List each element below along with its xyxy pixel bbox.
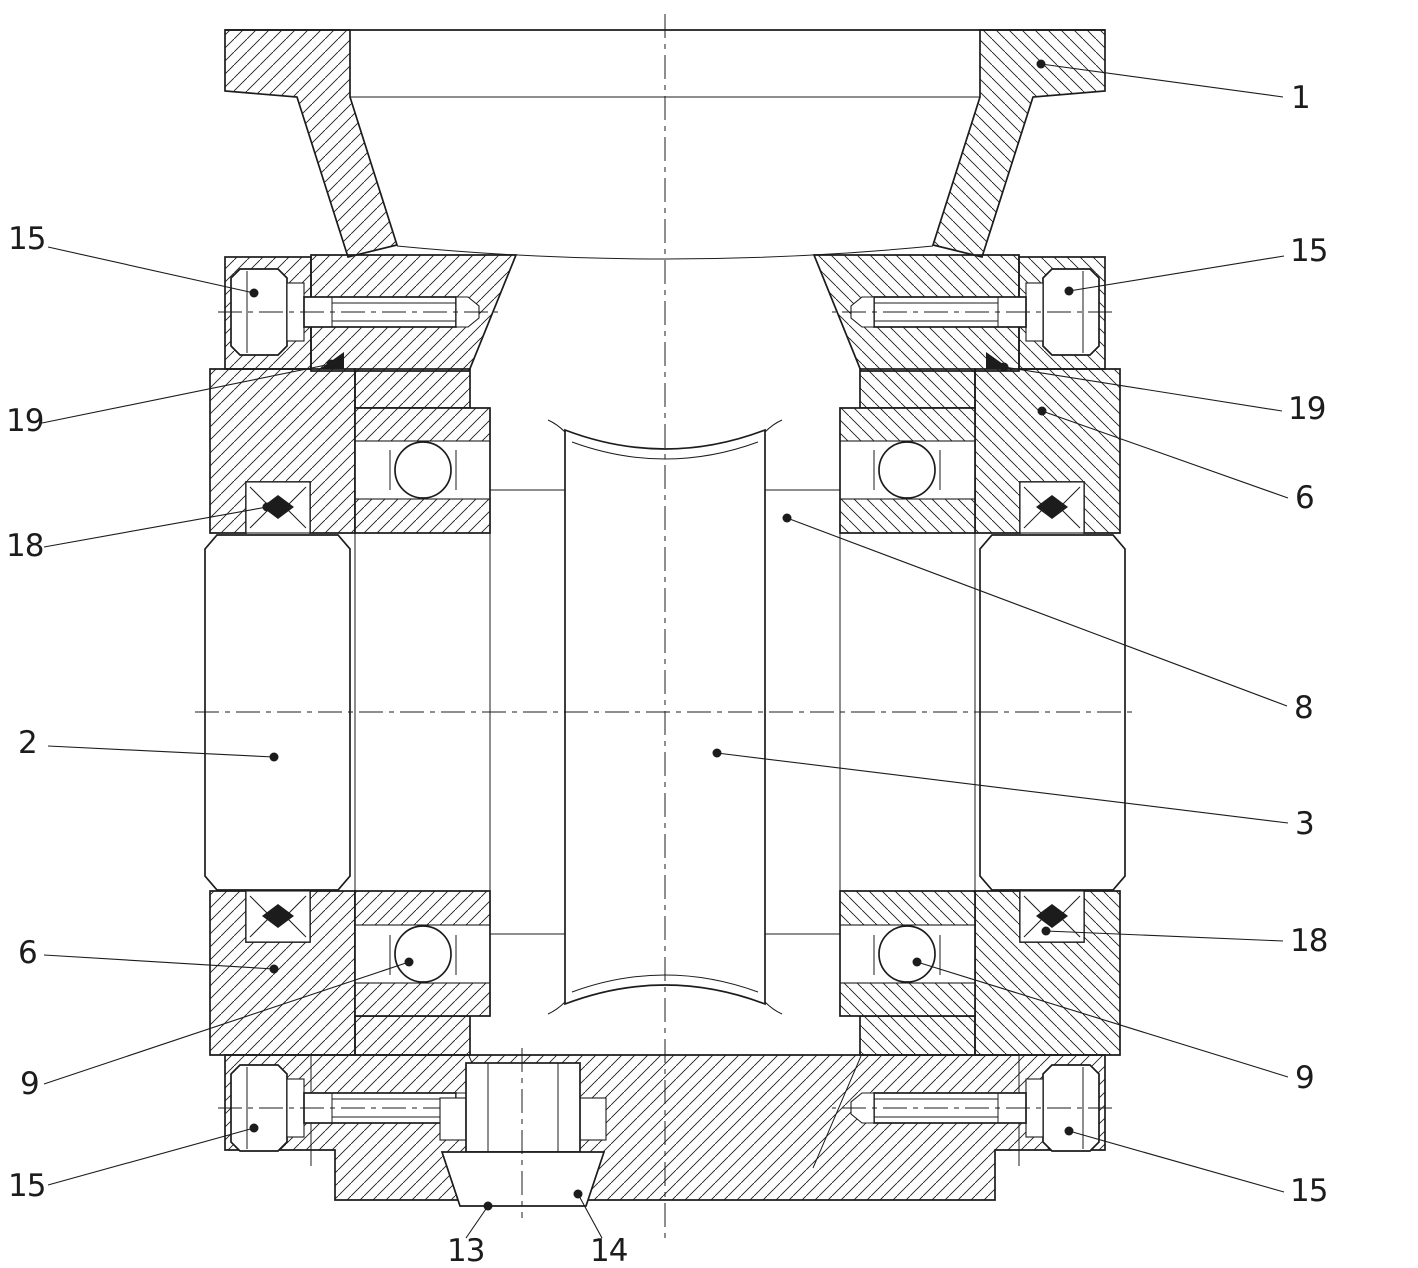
callout-label: 13 bbox=[447, 1233, 484, 1268]
callout-label: 6 bbox=[1295, 480, 1314, 516]
leader-line bbox=[43, 961, 410, 1085]
cover-plate bbox=[440, 1151, 606, 1207]
callout-label: 18 bbox=[1290, 923, 1327, 959]
callout-14: 14 bbox=[573, 1189, 628, 1268]
leader-dot bbox=[1037, 406, 1047, 416]
leader-line bbox=[1041, 410, 1289, 499]
plug-notch-right bbox=[579, 1097, 607, 1141]
leader-dot bbox=[712, 748, 722, 758]
leader-dot bbox=[1036, 59, 1046, 69]
callout-6: 6 bbox=[18, 935, 279, 974]
leader-line bbox=[41, 363, 332, 424]
bottom-plug-assembly bbox=[439, 1048, 607, 1218]
leader-dot bbox=[999, 362, 1009, 372]
callout-label: 19 bbox=[6, 403, 43, 439]
callout-19: 19 bbox=[999, 362, 1326, 427]
leader-line bbox=[43, 954, 275, 970]
seal-lower bbox=[245, 890, 311, 943]
callout-label: 15 bbox=[8, 221, 45, 257]
bearing-upper bbox=[354, 407, 491, 534]
callout-label: 2 bbox=[18, 725, 37, 761]
leader-dot bbox=[326, 359, 336, 369]
bearing-ball bbox=[394, 441, 452, 499]
callout-label: 3 bbox=[1295, 806, 1314, 842]
plug-body bbox=[465, 1062, 581, 1153]
callout-label: 9 bbox=[1295, 1060, 1314, 1096]
leader-line bbox=[916, 961, 1289, 1078]
leader-dot bbox=[269, 752, 279, 762]
bearing-outer-race bbox=[354, 407, 491, 442]
centerlines bbox=[195, 14, 1137, 1244]
callout-18: 18 bbox=[6, 502, 272, 564]
callout-label: 9 bbox=[20, 1066, 39, 1102]
leader-dot bbox=[1041, 926, 1051, 936]
callout-label: 15 bbox=[8, 1168, 45, 1204]
callout-8: 8 bbox=[782, 513, 1314, 726]
leader-line bbox=[47, 246, 255, 294]
bearing-inner-race bbox=[354, 890, 491, 926]
callouts-layer: 1 15 15 19 19 6 18 8 2 3 6 18 9 9 15 15 13 14 bbox=[6, 59, 1328, 1268]
housing-upper-lip bbox=[354, 368, 471, 409]
leader-dot bbox=[262, 502, 272, 512]
callout-label: 15 bbox=[1290, 233, 1327, 269]
callout-2: 2 bbox=[18, 725, 279, 762]
callout-13: 13 bbox=[447, 1201, 493, 1268]
bearing-ball bbox=[394, 925, 452, 983]
callout-15: 15 bbox=[8, 221, 259, 298]
plug-notch-left bbox=[439, 1097, 467, 1141]
leader-dot bbox=[483, 1201, 493, 1211]
leader-line bbox=[786, 517, 1288, 707]
leader-line bbox=[43, 506, 268, 548]
leader-dot bbox=[912, 957, 922, 967]
right-half-components bbox=[764, 29, 1126, 1152]
leader-line bbox=[1040, 63, 1284, 98]
leader-dot bbox=[782, 513, 792, 523]
callout-3: 3 bbox=[712, 748, 1315, 842]
callout-label: 6 bbox=[18, 935, 37, 971]
leader-dot bbox=[1064, 286, 1074, 296]
callout-label: 19 bbox=[1288, 391, 1325, 427]
callout-label: 14 bbox=[590, 1233, 627, 1268]
left-half-components bbox=[204, 29, 565, 1152]
leader-line bbox=[577, 1193, 603, 1239]
callout-9: 9 bbox=[20, 957, 414, 1102]
bolt-bottom bbox=[218, 1064, 498, 1152]
callout-15: 15 bbox=[8, 1123, 259, 1204]
callout-label: 15 bbox=[1290, 1173, 1327, 1209]
leader-dot bbox=[1064, 1126, 1074, 1136]
housing-lower-lip bbox=[354, 1015, 471, 1056]
leader-dot bbox=[573, 1189, 583, 1199]
callout-15: 15 bbox=[1064, 1126, 1328, 1209]
flange-bell-wall bbox=[224, 29, 399, 259]
leader-dot bbox=[249, 1123, 259, 1133]
leader-line bbox=[1068, 1130, 1285, 1193]
callout-15: 15 bbox=[1064, 233, 1328, 296]
bearing-lower bbox=[354, 890, 491, 1017]
callout-label: 8 bbox=[1294, 690, 1313, 726]
leader-line bbox=[1068, 255, 1285, 292]
callout-label: 1 bbox=[1291, 80, 1310, 116]
leader-line bbox=[465, 1205, 489, 1239]
callout-1: 1 bbox=[1036, 59, 1311, 116]
leader-line bbox=[1045, 930, 1284, 942]
bearing-outer-race bbox=[354, 982, 491, 1017]
callout-6: 6 bbox=[1037, 406, 1315, 516]
callout-9: 9 bbox=[912, 957, 1315, 1096]
leader-dot bbox=[249, 288, 259, 298]
leader-line bbox=[47, 1127, 255, 1186]
bottom-foot-edge-right bbox=[812, 1055, 862, 1169]
seal-upper bbox=[245, 481, 311, 534]
leader-line bbox=[716, 752, 1289, 824]
callout-label: 18 bbox=[6, 528, 43, 564]
leader-dot bbox=[269, 964, 279, 974]
leader-dot bbox=[404, 957, 414, 967]
callout-19: 19 bbox=[6, 359, 336, 439]
callout-18: 18 bbox=[1041, 923, 1328, 959]
bearing-inner-race bbox=[354, 498, 491, 534]
leader-line bbox=[47, 745, 275, 758]
leader-line bbox=[1003, 366, 1283, 412]
